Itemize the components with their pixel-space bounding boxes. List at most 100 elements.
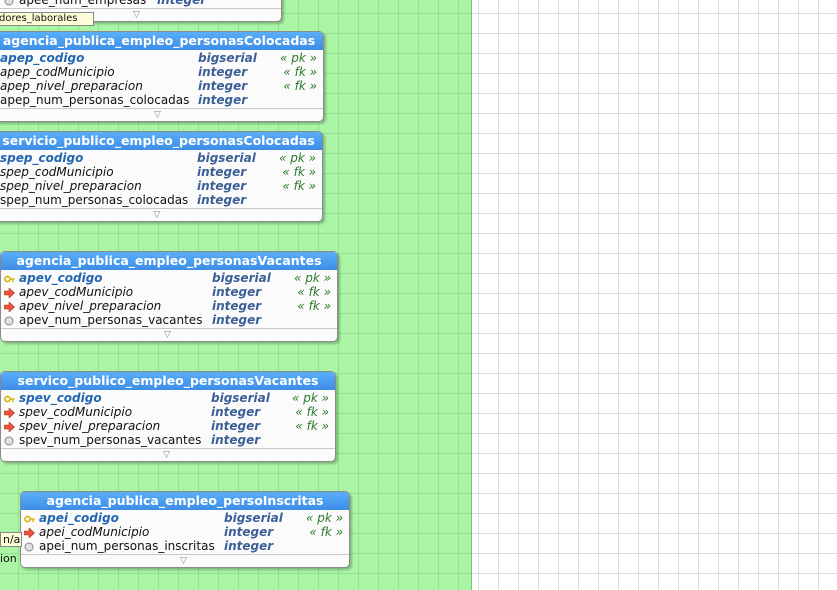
table-row[interactable]: spev_num_personas_vacantes integer [1,433,335,447]
expand-toggle[interactable]: ▽ [0,108,323,121]
column-key: « fk » [295,405,329,419]
column-name: apev_num_personas_vacantes [19,313,203,327]
table-row[interactable]: apev_codigo bigserial « pk » [1,271,337,285]
table-row[interactable]: apep_num_personas_colocadas integer [0,93,323,107]
column-name: spep_nivel_preparacion [0,179,142,193]
column-name: apev_nivel_preparacion [19,299,162,313]
foreign-key-icon [3,301,15,313]
relation-label: n/a [0,532,22,547]
nullable-column-icon [4,435,14,446]
expand-toggle[interactable]: ▽ [1,448,335,461]
column-name: apei_codigo [39,511,119,525]
column-type: bigserial [198,51,257,65]
table-row[interactable]: apei_num_personas_inscritas integer [21,539,349,553]
column-type: integer [212,285,262,299]
column-type: bigserial [224,511,283,525]
column-name: apep_num_personas_colocadas [0,93,190,107]
entity-table[interactable]: servicio_publico_empleo_personasColocada… [0,131,323,222]
table-row[interactable]: spep_nivel_preparacion integer « fk » [0,179,322,193]
column-key: « pk » [293,271,331,285]
primary-key-icon [24,513,35,523]
table-row[interactable]: apev_num_personas_vacantes integer [1,313,337,327]
expand-toggle[interactable]: ▽ [0,208,322,221]
column-key: « pk » [279,51,317,65]
table-title[interactable]: servicio_publico_empleo_personasColocada… [0,132,322,150]
column-type: integer [198,93,248,107]
nullable-column-icon [4,0,14,6]
column-name: apee_num_empresas [19,0,147,7]
column-key: « fk » [309,525,343,539]
column-key: « fk » [282,165,316,179]
column-name: spep_num_personas_colocadas [0,193,189,207]
foreign-key-icon [23,527,35,539]
column-name: spep_codMunicipio [0,165,114,179]
relation-label: ion [0,552,17,565]
column-type: bigserial [212,271,271,285]
column-type: bigserial [197,151,256,165]
column-key: « fk » [297,299,331,313]
nullable-column-icon [4,315,14,326]
primary-key-icon [4,393,15,403]
expand-toggle[interactable]: ▽ [21,554,349,567]
table-row[interactable]: apee_num_empresas integer [0,0,281,7]
column-name: spev_num_personas_vacantes [19,433,202,447]
column-type: integer [212,299,262,313]
chevron-down-icon: ▽ [163,450,170,460]
column-type: integer [197,179,247,193]
chevron-down-icon: ▽ [133,10,140,20]
chevron-down-icon: ▽ [154,110,161,120]
relation-label: dores_laborales [0,12,94,26]
column-key: « fk » [282,179,316,193]
table-title[interactable]: agencia_publica_empleo_personasColocadas [0,32,323,50]
column-key: « fk » [283,79,317,93]
column-name: spep_codigo [0,151,84,165]
expand-toggle[interactable]: ▽ [0,8,281,21]
column-type: integer [211,419,261,433]
column-type: integer [198,79,248,93]
expand-toggle[interactable]: ▽ [1,328,337,341]
column-name: apev_codMunicipio [19,285,134,299]
column-type: bigserial [211,391,270,405]
table-row[interactable]: apep_codigo bigserial « pk » [0,51,323,65]
table-title[interactable]: agencia_publica_empleo_personasVacantes [1,252,337,270]
table-title[interactable]: servico_publico_empleo_personasVacantes [1,372,335,390]
column-name: spev_nivel_preparacion [19,419,161,433]
column-key: « pk » [278,151,316,165]
foreign-key-icon [3,407,15,419]
table-row[interactable]: spev_nivel_preparacion integer « fk » [1,419,335,433]
column-type: integer [224,539,274,553]
nullable-column-icon [24,541,34,552]
column-key: « fk » [295,419,329,433]
column-type: integer [157,0,207,7]
column-name: spev_codMunicipio [19,405,133,419]
table-row[interactable]: apev_codMunicipio integer « fk » [1,285,337,299]
column-name: apep_codigo [0,51,85,65]
column-type: integer [198,65,248,79]
column-type: integer [212,313,262,327]
column-type: integer [211,433,261,447]
table-row[interactable]: spep_codigo bigserial « pk » [0,151,322,165]
primary-key-icon [4,273,15,283]
column-key: « fk » [283,65,317,79]
chevron-down-icon: ▽ [164,330,171,340]
column-type: integer [197,165,247,179]
table-title[interactable]: agencia_publica_empleo_persoInscritas [21,492,349,510]
column-name: apei_num_personas_inscritas [39,539,215,553]
table-row[interactable]: spep_codMunicipio integer « fk » [0,165,322,179]
table-row[interactable]: apev_nivel_preparacion integer « fk » [1,299,337,313]
column-name: apev_codigo [19,271,103,285]
column-key: « fk » [297,285,331,299]
entity-table[interactable]: agencia_publica_empleo_personasColocadas… [0,31,324,122]
column-key: « pk » [291,391,329,405]
